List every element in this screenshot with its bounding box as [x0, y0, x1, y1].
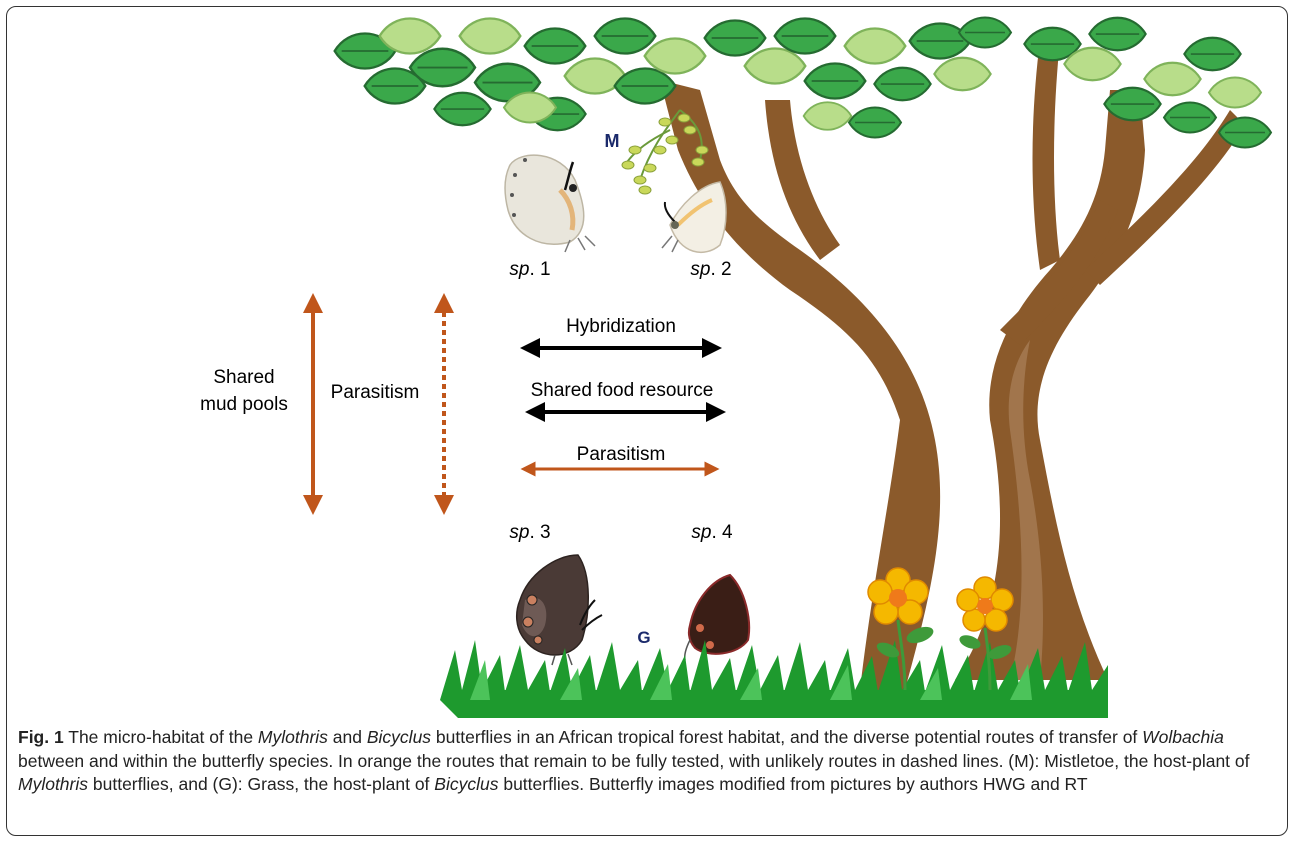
parasitism-horizontal-label: Parasitism	[577, 444, 666, 465]
butterfly-sp3-icon	[517, 555, 602, 665]
sp2-label-num: . 2	[710, 259, 731, 280]
shared-food-resource-label: Shared food resource	[531, 380, 714, 401]
sp1-label-italic: sp	[509, 259, 529, 280]
butterfly-sp2-icon	[662, 182, 726, 252]
caption-seg5: butterflies, and (G): Grass, the host-pl…	[88, 774, 434, 794]
sp4-label-num: . 4	[711, 522, 733, 543]
caption-seg3: butterflies in an African tropical fores…	[431, 727, 1142, 747]
caption-genus-wolbachia: Wolbachia	[1142, 727, 1224, 747]
butterfly-sp1-icon	[505, 155, 595, 252]
sp3-label: sp. 3	[509, 522, 550, 543]
caption-fig-label: Fig. 1	[18, 727, 64, 747]
caption-seg4: between and within the butterfly species…	[18, 751, 1250, 771]
caption-genus-mylothris: Mylothris	[258, 727, 328, 747]
caption-seg2: and	[328, 727, 367, 747]
caption-genus-bicyclus-2: Bicyclus	[434, 774, 498, 794]
caption-genus-bicyclus: Bicyclus	[367, 727, 431, 747]
hybridization-label: Hybridization	[566, 316, 676, 337]
sp2-label-italic: sp	[690, 259, 710, 280]
tree-illustration	[660, 40, 1245, 700]
shared-mud-pools-label-line2: mud pools	[200, 394, 288, 415]
mistletoe-label: M	[605, 131, 620, 151]
parasitism-vertical-label: Parasitism	[331, 382, 420, 403]
grass-label: G	[637, 628, 650, 647]
sp1-label-num: . 1	[529, 259, 550, 280]
sp4-label: sp. 4	[691, 522, 733, 543]
sp3-label-italic: sp	[509, 522, 529, 543]
caption-seg6: butterflies. Butterfly images modified f…	[498, 774, 1087, 794]
sp2-label: sp. 2	[690, 259, 731, 280]
tree-branch-upper	[1033, 40, 1061, 270]
figure-caption: Fig. 1 The micro-habitat of the Mylothri…	[18, 726, 1280, 797]
sp3-label-num: . 3	[529, 522, 550, 543]
sp1-label: sp. 1	[509, 259, 550, 280]
sp4-label-italic: sp	[691, 522, 711, 543]
caption-seg1: The micro-habitat of the	[64, 727, 258, 747]
butterfly-sp4-icon	[685, 575, 749, 660]
shared-mud-pools-label-line1: Shared	[213, 367, 274, 388]
caption-genus-mylothris-2: Mylothris	[18, 774, 88, 794]
